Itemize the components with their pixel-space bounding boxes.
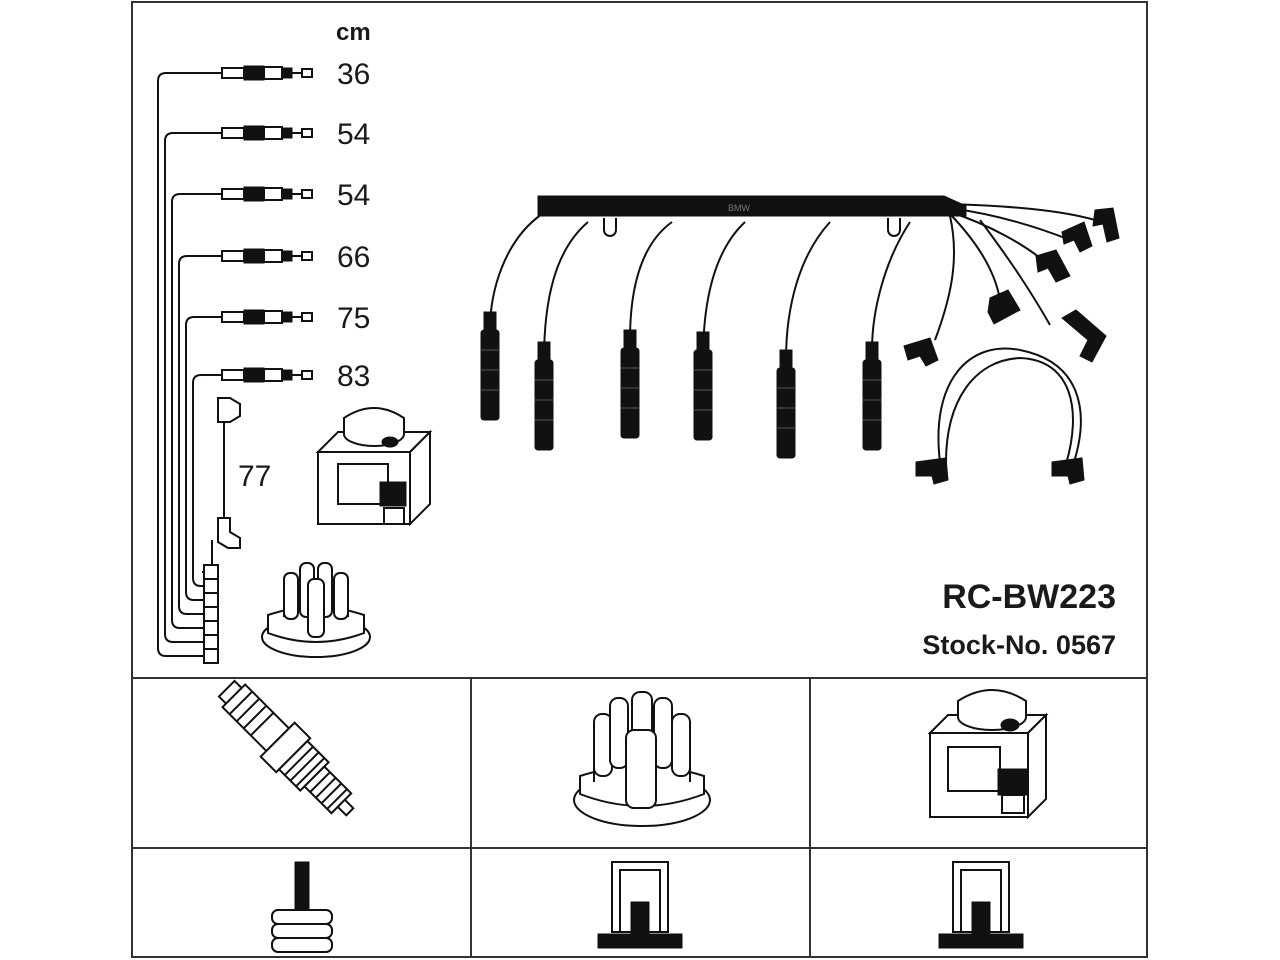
product-code: RC-BW223 bbox=[942, 578, 1116, 616]
rail-marking: BMW bbox=[728, 203, 751, 213]
elbow-boot-icon bbox=[903, 337, 939, 367]
coil-lead-length-label: 77 bbox=[238, 460, 271, 493]
lead-length-label: 54 bbox=[337, 118, 370, 151]
spark-plug-boot-icon bbox=[693, 331, 713, 441]
distributor-terminal-icon bbox=[597, 861, 683, 949]
ignition-coil-icon bbox=[315, 407, 433, 527]
spark-plug-boot-icon bbox=[776, 349, 796, 459]
cap-terminal-icon bbox=[201, 648, 219, 664]
outer-frame bbox=[131, 1, 1148, 958]
elbow-boot-icon bbox=[1035, 249, 1071, 283]
lead-length-label: 66 bbox=[337, 241, 370, 274]
spark-plug-boot-icon bbox=[480, 311, 500, 421]
spark-plug-boot-icon bbox=[862, 341, 882, 451]
rail-clip-icon bbox=[887, 218, 901, 237]
distributor-cap-icon bbox=[261, 562, 371, 658]
lead-length-label: 36 bbox=[337, 58, 370, 91]
lead-length-label: 83 bbox=[337, 360, 370, 393]
coil-terminal-icon bbox=[938, 861, 1024, 949]
lead-length-label: 54 bbox=[337, 179, 370, 212]
distributor-cap-icon bbox=[573, 691, 711, 827]
cap-terminal-icon bbox=[201, 578, 219, 594]
cap-terminal-icon bbox=[201, 592, 219, 608]
elbow-boot-icon bbox=[1061, 309, 1107, 363]
coil-lead-boot-icon bbox=[915, 457, 949, 485]
stock-number: Stock-No. 0567 bbox=[922, 630, 1116, 660]
ignition-coil-icon bbox=[927, 689, 1049, 820]
lead-length-label: 75 bbox=[337, 302, 370, 335]
ignition-harness-illustration: BMW bbox=[480, 195, 1120, 485]
spark-plug-icon bbox=[217, 679, 355, 817]
coil-lead-boot-icon bbox=[1051, 457, 1085, 485]
lead-connector-icon bbox=[221, 367, 313, 383]
elbow-boot-icon bbox=[1061, 221, 1093, 253]
cap-terminal-icon bbox=[201, 606, 219, 622]
lead-connector-icon bbox=[221, 309, 313, 325]
elbow-boot-icon bbox=[987, 289, 1021, 325]
coil-lead-icon bbox=[217, 397, 241, 549]
cap-terminal-icon bbox=[201, 564, 219, 580]
rail-clip-icon bbox=[603, 218, 617, 237]
elbow-boot-icon bbox=[1092, 207, 1120, 243]
lead-length-schematic: cm 36 54 54 66 75 83 77 bbox=[157, 19, 371, 664]
lead-connector-icon bbox=[221, 125, 313, 141]
cap-terminal-icon bbox=[201, 634, 219, 650]
lead-connector-icon bbox=[221, 186, 313, 202]
lead-connector-icon bbox=[221, 248, 313, 264]
plug-terminal-icon bbox=[271, 861, 333, 953]
lead-connector-icon bbox=[221, 65, 313, 81]
spark-plug-boot-icon bbox=[620, 329, 640, 439]
length-unit: cm bbox=[336, 19, 371, 46]
cap-terminal-icon bbox=[201, 620, 219, 636]
spark-plug-boot-icon bbox=[534, 341, 554, 451]
